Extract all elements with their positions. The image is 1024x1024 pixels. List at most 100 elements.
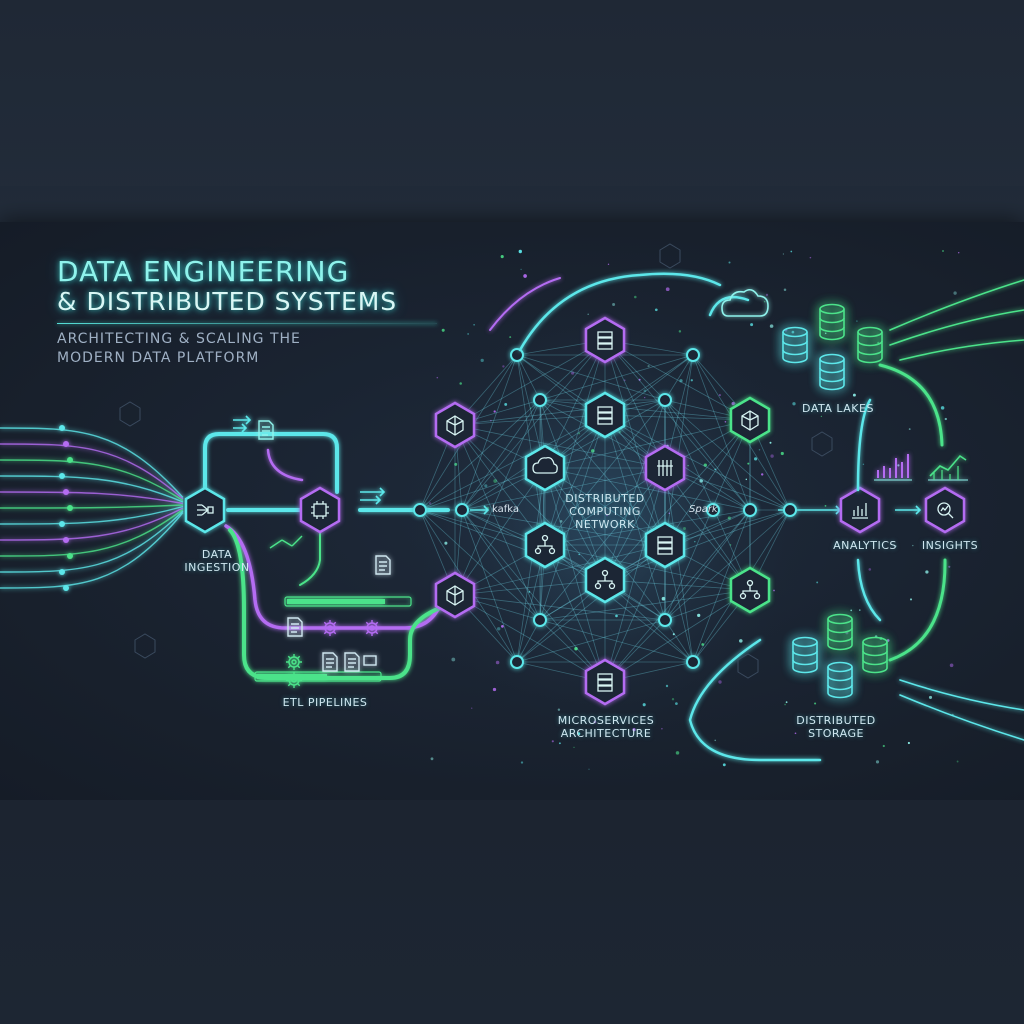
particle — [761, 473, 764, 476]
mesh-line — [604, 589, 751, 683]
mini-charts — [874, 454, 968, 481]
particle — [668, 512, 670, 514]
particle — [824, 332, 827, 335]
particle — [683, 527, 686, 530]
mesh-line — [516, 354, 541, 401]
stream-dot — [59, 521, 65, 527]
output-flows — [489, 272, 1024, 762]
particle — [758, 449, 761, 451]
particle — [501, 625, 504, 628]
mesh-line — [419, 509, 606, 581]
subtitle-line-2: MODERN DATA PLATFORM — [57, 350, 260, 366]
mesh-line — [419, 399, 541, 511]
particle — [850, 609, 853, 612]
network-nodes — [184, 316, 966, 706]
cube-hex-upper — [434, 401, 476, 449]
mesh-line — [664, 509, 791, 621]
database-icon — [792, 636, 818, 674]
particle — [520, 268, 522, 271]
particle — [729, 544, 732, 546]
network-glow — [395, 290, 815, 750]
mesh-line — [604, 579, 751, 591]
label-line: DATA — [201, 548, 233, 561]
label-line: DISTRIBUTED — [796, 714, 876, 727]
mesh-line — [664, 467, 694, 663]
particle — [731, 401, 735, 406]
etl-icons — [258, 420, 391, 689]
hexagon-node-icon — [644, 521, 686, 569]
mesh-line — [419, 414, 606, 511]
particle — [496, 627, 501, 631]
particle — [504, 402, 508, 406]
mesh-line — [461, 509, 606, 683]
junction-node — [510, 348, 524, 362]
particle — [470, 707, 473, 709]
mesh-line — [692, 354, 751, 511]
stream-line — [0, 505, 184, 525]
mesh-line — [454, 467, 546, 596]
hexagon-node-icon — [524, 444, 566, 492]
particle — [769, 441, 772, 444]
particle — [675, 751, 680, 755]
particle — [907, 741, 911, 745]
particle — [697, 613, 701, 618]
particle — [824, 505, 827, 507]
particle — [665, 287, 670, 292]
particle — [852, 393, 856, 397]
particle — [897, 464, 900, 467]
junction-node — [658, 393, 672, 407]
particle — [953, 291, 957, 295]
mesh-line — [539, 399, 666, 546]
particle — [665, 684, 669, 688]
connector-icon — [269, 535, 303, 549]
mesh-line — [604, 339, 666, 546]
particle — [643, 389, 647, 393]
mesh-line — [539, 589, 751, 621]
particle — [484, 484, 488, 488]
particle — [956, 760, 959, 763]
mesh-line — [454, 594, 666, 621]
mesh-line — [539, 414, 606, 621]
mesh-line — [604, 339, 751, 511]
junction-node — [743, 503, 757, 517]
stream-line — [0, 510, 184, 573]
particle — [718, 680, 722, 684]
particle — [518, 249, 522, 254]
junction-node — [783, 503, 797, 517]
mesh-line — [516, 619, 666, 663]
particle — [428, 502, 432, 505]
particle — [703, 463, 707, 467]
particle — [558, 742, 561, 745]
architecture-diagram — [0, 243, 1024, 770]
particle — [792, 402, 796, 406]
particle — [509, 336, 512, 339]
mesh-line — [544, 419, 751, 469]
particle — [783, 288, 787, 292]
mesh-line — [544, 544, 751, 591]
mesh-line — [539, 467, 666, 621]
label-analytics: ANALYTICS — [833, 539, 897, 552]
server-icon — [597, 673, 613, 692]
particle — [769, 324, 774, 328]
mesh-line — [461, 354, 518, 511]
arrow-icon — [360, 495, 382, 505]
particle — [882, 744, 885, 748]
mesh-line — [604, 419, 751, 581]
mesh-line — [461, 509, 518, 663]
ingestion-hex — [184, 486, 226, 534]
particle — [940, 406, 945, 410]
particle — [493, 479, 498, 483]
pipe-purple-lower — [224, 524, 442, 630]
cube-hex-lower — [434, 571, 476, 619]
stream-line — [0, 491, 184, 505]
junction-node — [533, 393, 547, 407]
particle — [588, 768, 590, 770]
particle — [750, 323, 754, 327]
particle — [957, 251, 960, 254]
flow-to-lakes — [708, 295, 750, 317]
mesh-line — [454, 424, 606, 581]
particle — [747, 462, 750, 465]
particle — [523, 274, 527, 278]
mesh-line — [454, 339, 606, 426]
particle — [678, 330, 682, 333]
